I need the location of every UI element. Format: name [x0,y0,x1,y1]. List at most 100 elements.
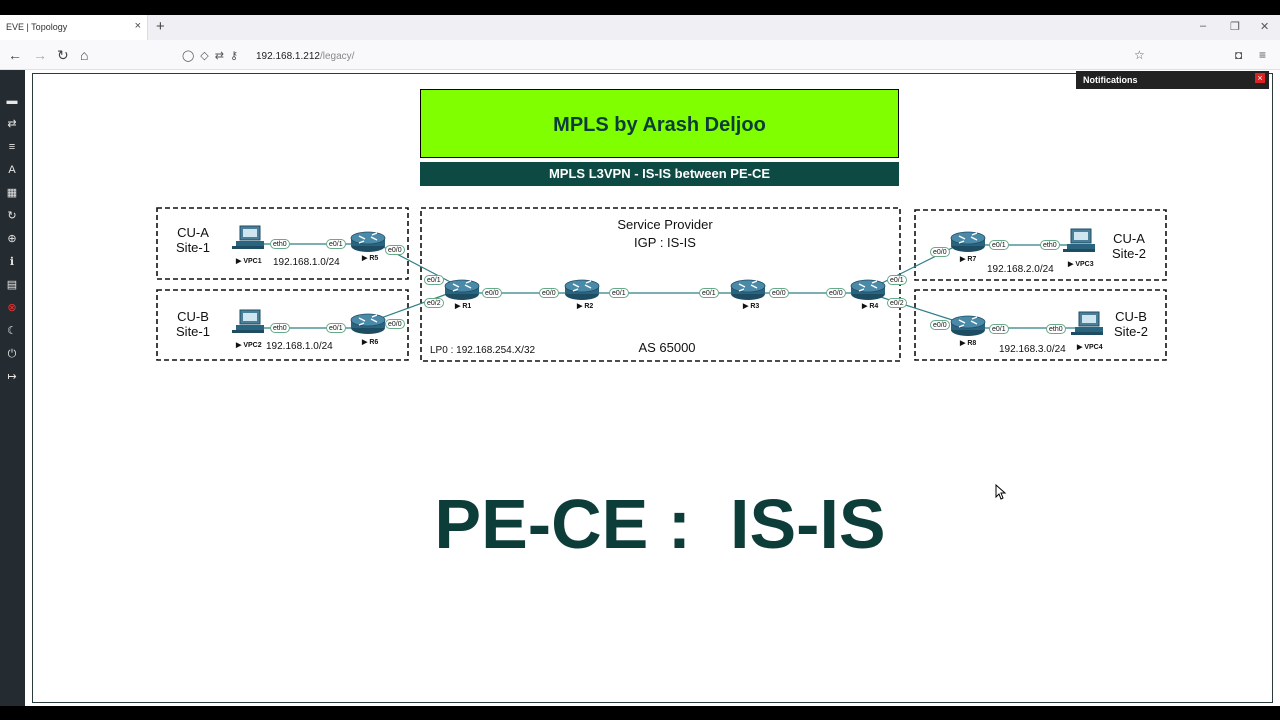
if-r3-e01: e0/1 [699,288,719,298]
cub-site1-line1: CU-B [177,309,209,324]
lab-title-box[interactable]: MPLS by Arash Deljoo [420,89,899,158]
r6-name: R6 [369,339,379,346]
vpc2-name: VPC2 [243,342,262,349]
url-field[interactable]: 192.168.1.212/legacy/ [256,51,354,62]
if-r4-e01: e0/1 [887,275,907,285]
r6-label: ▶ R6 [362,339,379,346]
vpc2-label: ▶ VPC2 [236,342,262,349]
r7-label: ▶ R7 [960,256,977,263]
r3-label: ▶ R3 [743,303,760,310]
vpc3-name: VPC3 [1075,261,1094,268]
if-r3-e00: e0/0 [769,288,789,298]
r2-label: ▶ R2 [577,303,594,310]
grid-icon[interactable]: ▦ [6,187,18,199]
new-tab-button[interactable]: + [156,18,165,35]
home-icon[interactable]: ⌂ [80,47,89,63]
if-r5-e00: e0/0 [385,245,405,255]
reload-icon[interactable]: ↻ [57,47,69,63]
url-path: /legacy/ [319,51,355,62]
igp-label: IGP : IS-IS [634,235,696,250]
if-r6-e00: e0/0 [385,319,405,329]
restore-button[interactable]: ❐ [1230,21,1240,33]
cua-site2-line1: CU-A [1113,231,1145,246]
cua-site2-line2: Site-2 [1112,246,1146,261]
notifications-panel[interactable]: Notifications × [1076,71,1269,89]
node-icon[interactable]: ▬ [6,95,18,107]
if-r2-e00: e0/0 [539,288,559,298]
r5-name: R5 [369,255,379,262]
lab-subtitle-box[interactable]: MPLS L3VPN - IS-IS between PE-CE [420,162,899,186]
cub-site1-line2: Site-1 [176,324,210,339]
cub-site2-line1: CU-B [1115,309,1147,324]
r1-name: R1 [462,303,472,310]
cua-site1-line1: CU-A [177,225,209,240]
as-label: AS 65000 [638,340,696,355]
if-r6-e01: e0/1 [326,323,346,333]
zoom-icon[interactable]: ⊕ [7,233,17,245]
url-security-icons: ◯◇⇄⚷ [182,50,245,62]
r4-name: R4 [869,303,879,310]
logout-icon[interactable]: ↦ [7,371,17,383]
bottom-strip [0,706,1280,720]
r3-name: R3 [750,303,760,310]
minimize-button[interactable]: – [1200,20,1207,32]
if-r1-e00: e0/0 [482,288,502,298]
subnet-b1: 192.168.1.0/24 [266,341,333,352]
vpc1-label: ▶ VPC1 [236,258,262,265]
notifications-close-icon[interactable]: × [1255,73,1265,83]
refresh-icon[interactable]: ↻ [7,210,17,222]
if-r4-e02: e0/2 [887,298,907,308]
info-icon[interactable]: ℹ [9,256,15,268]
if-r7-e00: e0/0 [930,247,950,257]
forward-icon[interactable]: → [33,47,47,63]
stop-icon[interactable]: ⊗ [7,302,17,314]
r2-name: R2 [584,303,594,310]
if-r7-e01: e0/1 [989,240,1009,250]
browser-tab[interactable]: EVE | Topology × [0,15,148,40]
document-icon[interactable]: ▤ [6,279,18,291]
top-strip [0,0,1280,15]
if-vpc1-eth0: eth0 [270,239,290,249]
menu-icon[interactable]: ≡ [1259,48,1267,62]
if-vpc4-eth0: eth0 [1046,324,1066,334]
list-icon[interactable]: ≡ [8,141,16,153]
r8-label: ▶ R8 [960,340,977,347]
lab-title: MPLS by Arash Deljoo [553,114,766,136]
back-icon[interactable]: ← [8,47,22,63]
cua-site1-line2: Site-1 [176,240,210,255]
browser-nav-bar: ← → ↻ ⌂ ◯◇⇄⚷ 192.168.1.212/legacy/ ☆ ◘ ≡ [0,40,1280,70]
power-icon[interactable]: ⏻ [7,348,17,360]
close-window-button[interactable]: ✕ [1260,21,1270,33]
notifications-title: Notifications [1083,75,1138,85]
service-provider-label: Service Provider [617,217,713,232]
if-r1-e01: e0/1 [424,275,444,285]
moon-icon[interactable]: ☾ [7,325,17,337]
mouse-cursor-icon [995,484,1007,500]
if-vpc2-eth0: eth0 [270,323,290,333]
tab-close-icon[interactable]: × [134,20,141,32]
bookmark-star-icon[interactable]: ☆ [1134,48,1145,62]
lab-subtitle: MPLS L3VPN - IS-IS between PE-CE [548,166,771,181]
if-r4-e00: e0/0 [826,288,846,298]
pocket-icon[interactable]: ◘ [1235,48,1243,62]
eve-sidebar: ▬ ⇄ ≡ A ▦ ↻ ⊕ ℹ ▤ ⊗ ☾ ⏻ ↦ [0,70,25,720]
tab-title: EVE | Topology [6,22,68,32]
r1-label: ▶ R1 [455,303,472,310]
cub-site2-line2: Site-2 [1114,324,1148,339]
if-r8-e00: e0/0 [930,320,950,330]
browser-tab-strip: EVE | Topology × + – ❐ ✕ [0,15,1280,40]
r8-name: R8 [967,340,977,347]
lp0-label: LP0 : 192.168.254.X/32 [430,345,536,356]
vpc1-name: VPC1 [243,258,262,265]
if-r1-e02: e0/2 [424,298,444,308]
big-caption: PE-CE : IS-IS [434,485,886,563]
transfer-icon[interactable]: ⇄ [7,118,17,130]
vpc4-name: VPC4 [1084,344,1103,351]
subnet-b2: 192.168.3.0/24 [999,344,1066,355]
subnet-a2: 192.168.2.0/24 [987,264,1054,275]
text-icon[interactable]: A [8,164,16,176]
r5-label: ▶ R5 [362,255,379,262]
canvas-frame [32,73,1273,703]
